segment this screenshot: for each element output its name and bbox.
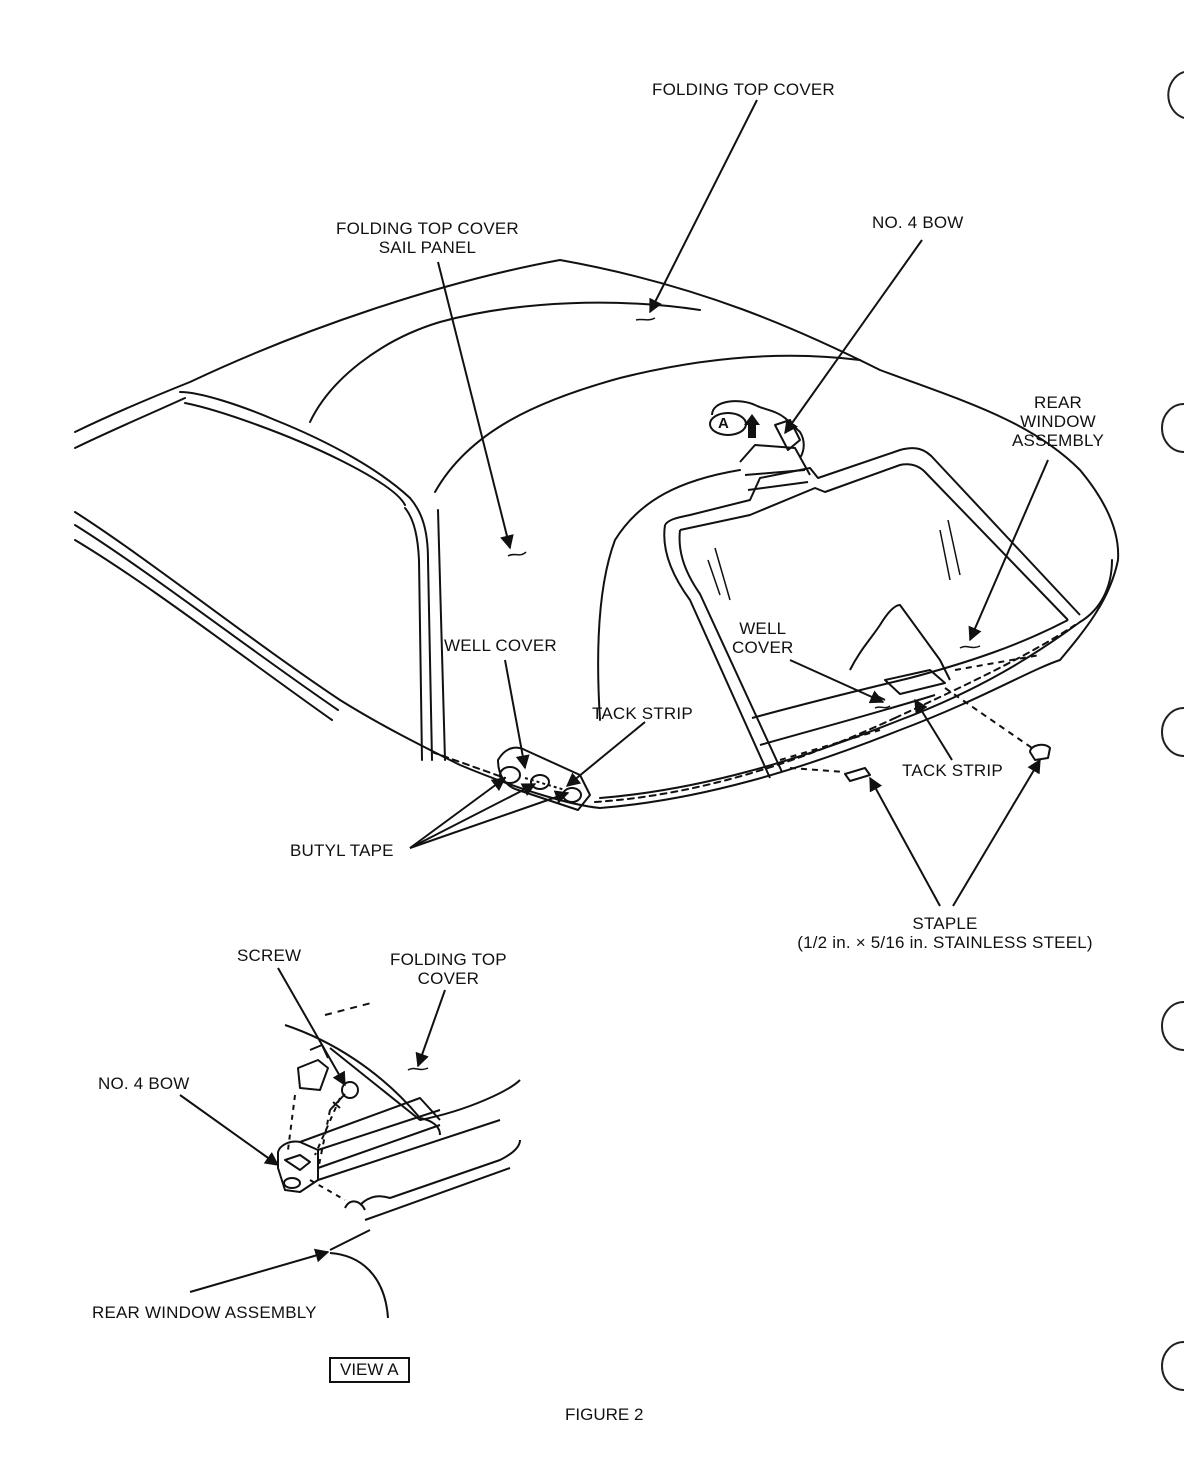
view-a-callout — [709, 412, 760, 438]
label-tack-strip-left: TACK STRIP — [592, 704, 693, 723]
label-view-no4-bow: NO. 4 BOW — [98, 1074, 190, 1093]
label-view-folding-top-line2: COVER — [417, 969, 480, 988]
surface-squiggles — [507, 317, 981, 709]
staples — [789, 687, 1051, 782]
label-view-screw: SCREW — [237, 946, 302, 965]
view-a-leaders — [179, 967, 446, 1293]
no4-bow-bracket — [711, 400, 811, 491]
view-a-callout-letter: A — [718, 415, 730, 432]
label-well-cover-right-line2: COVER — [732, 638, 794, 657]
left-well-cover-assembly — [497, 746, 591, 811]
label-view-folding-top-line1: FOLDING TOP — [390, 950, 507, 969]
label-sail-panel: FOLDING TOP COVER SAIL PANEL — [336, 219, 519, 257]
label-well-cover-right-line1: WELL — [739, 619, 787, 638]
view-a-squiggle — [407, 1067, 429, 1071]
label-well-cover-left: WELL COVER — [444, 636, 557, 655]
label-staple-line1: STAPLE — [912, 914, 978, 933]
main-leaders — [409, 99, 1049, 907]
label-butyl-tape: BUTYL TAPE — [290, 841, 394, 860]
label-sail-panel-line2: SAIL PANEL — [378, 238, 477, 257]
label-view-folding-top-cover: FOLDING TOP COVER — [390, 950, 507, 988]
label-rear-window-assembly: REAR WINDOW ASSEMBLY — [1012, 393, 1104, 450]
binder-holes — [1161, 71, 1184, 1391]
label-sail-panel-line1: FOLDING TOP COVER — [336, 219, 519, 238]
figure-caption: FIGURE 2 — [565, 1405, 644, 1424]
label-no4-bow: NO. 4 BOW — [872, 213, 964, 232]
folding-top-body — [74, 259, 1120, 809]
label-view-rear-window: REAR WINDOW ASSEMBLY — [92, 1303, 317, 1322]
view-a-tag: VIEW A — [329, 1357, 410, 1383]
view-a-detail — [277, 1001, 521, 1319]
label-staple-line2: (1/2 in. × 5/16 in. STAINLESS STEEL) — [797, 933, 1093, 952]
label-rear-window-line1: REAR — [1033, 393, 1083, 412]
label-folding-top-cover: FOLDING TOP COVER — [652, 80, 835, 99]
label-rear-window-line3: ASSEMBLY — [1012, 431, 1104, 450]
label-rear-window-line2: WINDOW — [1020, 412, 1096, 431]
label-staple: STAPLE (1/2 in. × 5/16 in. STAINLESS STE… — [780, 914, 1110, 952]
label-well-cover-right: WELL COVER — [732, 619, 793, 657]
rear-window-frame — [663, 447, 1081, 779]
label-tack-strip-right: TACK STRIP — [902, 761, 1003, 780]
